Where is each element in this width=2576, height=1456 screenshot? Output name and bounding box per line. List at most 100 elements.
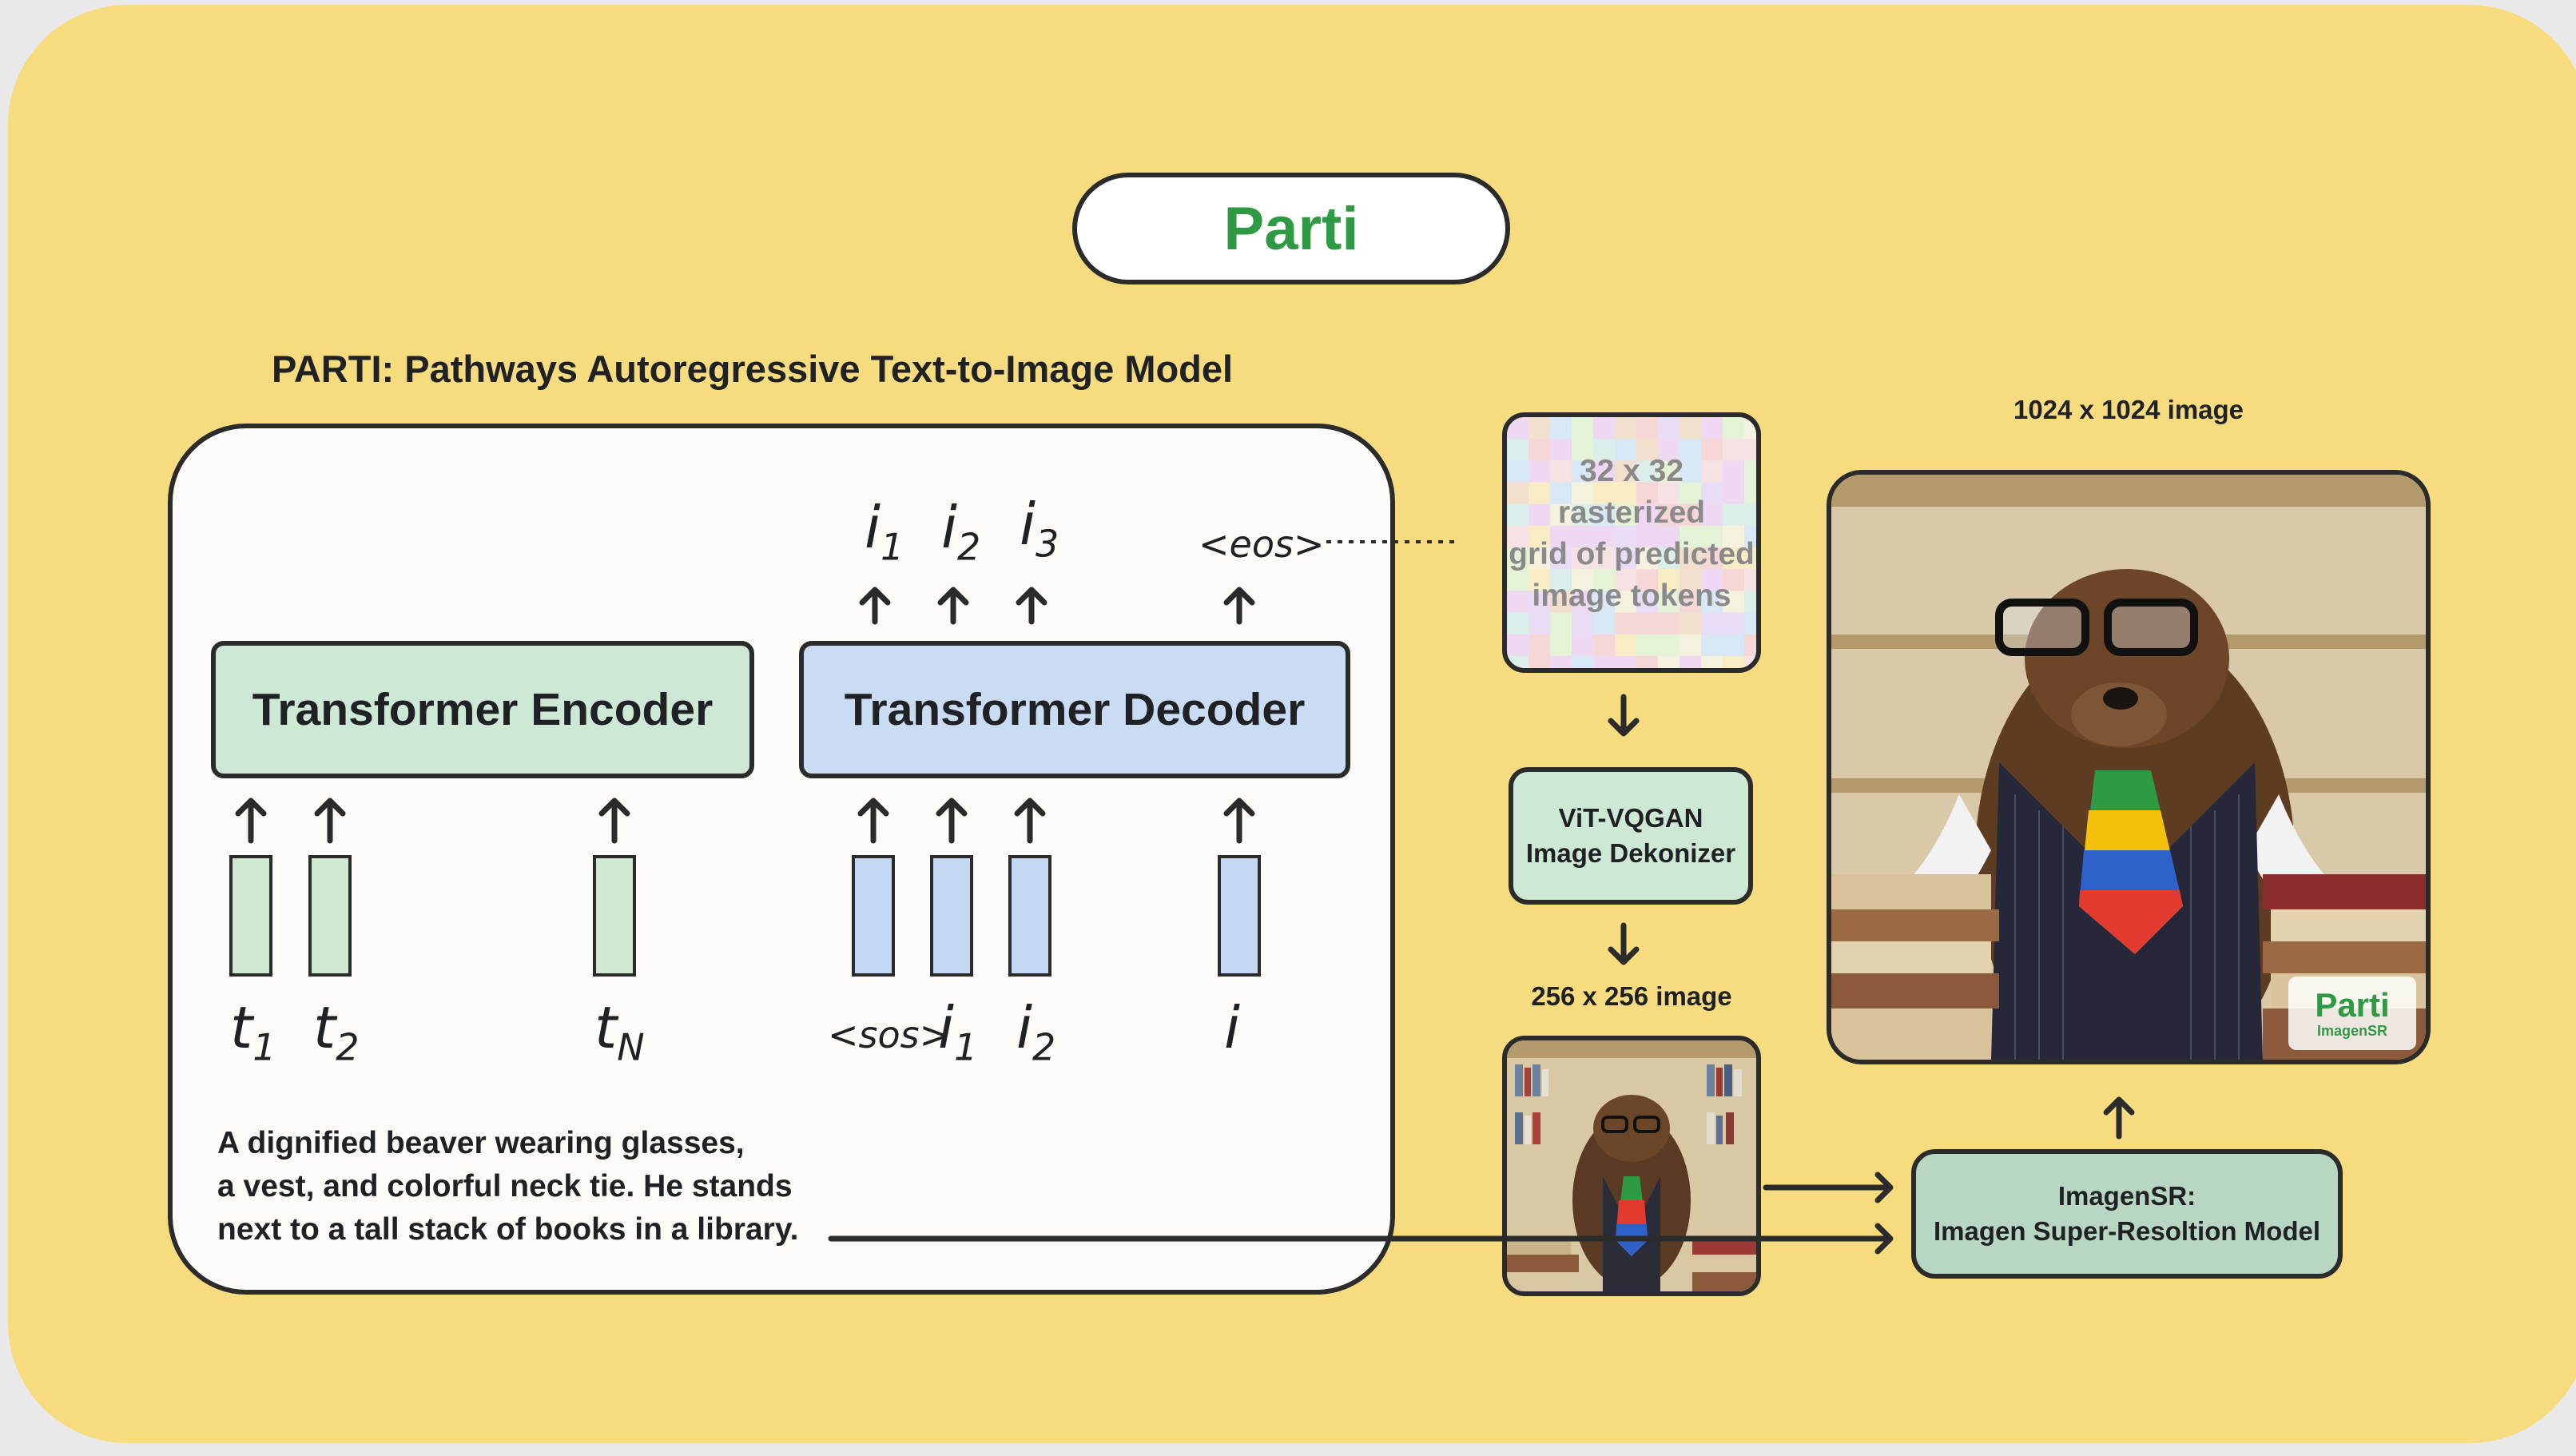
token-grid-text: grid of predicted — [1509, 537, 1755, 571]
token-cell — [1550, 591, 1572, 613]
token-cell — [1658, 525, 1680, 548]
arrow-right-icon — [828, 1223, 1894, 1255]
token-cell — [1593, 503, 1616, 527]
token-cell — [1680, 482, 1702, 505]
token-cell — [1593, 655, 1616, 668]
token-cell — [1636, 634, 1659, 657]
token-cell — [1615, 525, 1637, 548]
decoder-output-label: i3 — [1020, 491, 1059, 566]
token-cell — [1507, 591, 1529, 613]
token-cell — [1550, 612, 1572, 635]
token-cell — [1593, 569, 1616, 591]
token-cell — [1723, 460, 1745, 483]
diagram-connectors — [235, 540, 2135, 1255]
token-cell — [1572, 569, 1594, 591]
large-image-label: 1024 x 1024 image — [2013, 395, 2244, 424]
transformer-decoder-block: Transformer Decoder — [799, 641, 1350, 778]
token-cell — [1744, 612, 1756, 635]
token-cell — [1507, 503, 1529, 527]
encoder-input-vector — [229, 855, 272, 977]
transformer-encoder-block: Transformer Encoder — [211, 641, 754, 778]
token-cell — [1658, 417, 1680, 440]
token-cell — [1658, 482, 1680, 505]
token-cell — [1572, 612, 1594, 635]
token-cell — [1529, 525, 1551, 548]
token-cell — [1658, 655, 1680, 668]
token-cell — [1550, 655, 1572, 668]
token-cell — [1744, 439, 1756, 461]
token-cell — [1680, 417, 1702, 440]
arrow-up-icon — [1014, 798, 1046, 844]
token-cell — [1572, 547, 1594, 570]
arrow-up-icon — [2103, 1096, 2135, 1140]
token-cell — [1701, 591, 1723, 613]
token-cell — [1744, 417, 1756, 440]
text-prompt: A dignified beaver wearing glasses, a ve… — [217, 1126, 799, 1247]
encoder-label: Transformer Encoder — [252, 684, 714, 735]
token-cell — [1723, 591, 1745, 613]
arrow-down-icon — [1608, 694, 1640, 737]
token-cell — [1744, 569, 1756, 591]
token-cell — [1593, 612, 1616, 635]
encoder-input-label: t2 — [313, 994, 360, 1069]
token-grid-text: image tokens — [1532, 579, 1731, 613]
arrow-up-icon — [235, 798, 267, 844]
token-cell — [1507, 460, 1529, 483]
decoder-output-label: i2 — [941, 494, 981, 569]
arrow-up-icon — [1223, 587, 1255, 625]
arrow-up-icon — [598, 798, 630, 844]
token-cell — [1529, 569, 1551, 591]
token-cell — [1723, 417, 1745, 440]
token-cell — [1550, 525, 1572, 548]
arrow-down-icon — [1608, 922, 1640, 965]
token-cell — [1529, 612, 1551, 635]
token-cell — [1529, 591, 1551, 613]
token-cell — [1658, 439, 1680, 461]
token-cell — [1550, 503, 1572, 527]
token-cell — [1507, 525, 1529, 548]
generated-image-1024: Parti ImagenSR — [1827, 470, 2431, 1064]
token-cell — [1572, 655, 1594, 668]
token-cell — [1723, 439, 1745, 461]
decoder-input-label: i1 — [938, 994, 978, 1069]
token-cell — [1507, 439, 1529, 461]
token-cell — [1701, 503, 1723, 527]
token-cell — [1680, 569, 1702, 591]
token-cell — [1529, 655, 1551, 668]
token-cell — [1593, 634, 1616, 657]
slide-title-pill: Parti — [1072, 173, 1510, 284]
token-cell — [1744, 591, 1756, 613]
token-cell — [1529, 482, 1551, 505]
token-cell — [1593, 439, 1616, 461]
decoder-input-vector — [1218, 855, 1261, 977]
token-cell — [1680, 439, 1702, 461]
token-cell — [1550, 439, 1572, 461]
token-cell — [1615, 634, 1637, 657]
token-cell — [1723, 569, 1745, 591]
token-cell — [1636, 612, 1659, 635]
token-cell — [1701, 525, 1723, 548]
token-cell — [1636, 503, 1659, 527]
token-cell — [1744, 482, 1756, 505]
token-cell — [1723, 525, 1745, 548]
token-cell — [1550, 569, 1572, 591]
arrow-up-icon — [1223, 798, 1255, 844]
generated-image-256 — [1502, 1036, 1761, 1296]
token-grid-text: 32 x 32 — [1579, 454, 1684, 488]
token-cell — [1507, 655, 1529, 668]
token-cell — [1744, 655, 1756, 668]
token-cell — [1680, 525, 1702, 548]
token-cell — [1507, 569, 1529, 591]
token-cell — [1615, 612, 1637, 635]
token-grid-text: rasterized — [1557, 495, 1706, 530]
token-cell — [1593, 591, 1616, 613]
token-cell — [1636, 655, 1659, 668]
token-cell — [1615, 439, 1637, 461]
token-cell — [1701, 655, 1723, 668]
token-cell — [1615, 460, 1637, 483]
token-cell — [1636, 482, 1659, 505]
token-cell — [1550, 417, 1572, 440]
encoder-input-label: tN — [594, 994, 645, 1069]
token-cell — [1701, 439, 1723, 461]
